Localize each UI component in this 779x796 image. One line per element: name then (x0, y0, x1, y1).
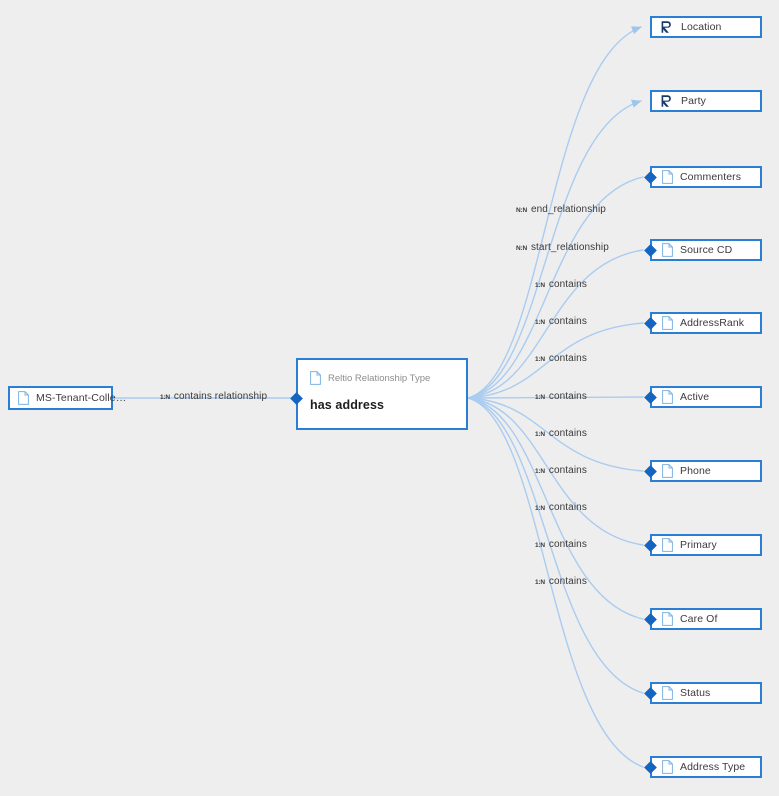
multiplicity-label: 1:N (535, 468, 545, 475)
center-node-title: has address (310, 398, 385, 412)
relationship-label: end_relationship (530, 204, 606, 215)
node-label: Phone (680, 465, 711, 477)
relationship-label: contains (548, 391, 587, 402)
relationship-label: contains (548, 465, 587, 476)
multiplicity-label: 1:N (535, 394, 545, 401)
node-phone[interactable]: Phone (650, 460, 762, 482)
node-label: Status (680, 687, 711, 699)
node-label: Location (681, 21, 722, 33)
multiplicity-label: N:N (516, 245, 527, 252)
node-label: MS-Tenant-Colle… (36, 392, 127, 404)
multiplicity-label: 1:N (535, 542, 545, 549)
node-source-cd[interactable]: Source CD (650, 239, 762, 261)
document-icon (310, 371, 321, 385)
node-has-address[interactable]: Reltio Relationship Type has address (296, 358, 468, 430)
multiplicity-label: 1:N (535, 282, 545, 289)
multiplicity-label: 1:N (160, 394, 170, 401)
multiplicity-label: 1:N (535, 579, 545, 586)
node-label: Source CD (680, 244, 733, 256)
relationship-label: contains relationship (173, 391, 268, 402)
center-node-type: Reltio Relationship Type (328, 372, 431, 384)
node-active[interactable]: Active (650, 386, 762, 408)
relationship-label: contains (548, 316, 587, 327)
document-icon (662, 612, 673, 626)
multiplicity-label: 1:N (535, 505, 545, 512)
reltio-r-icon (660, 20, 674, 34)
edge-label-contains-relationship: 1:N contains relationship (160, 391, 267, 402)
document-icon (662, 760, 673, 774)
node-addressrank[interactable]: AddressRank (650, 312, 762, 334)
node-label: Care Of (680, 613, 718, 625)
node-label: Address Type (680, 761, 746, 773)
relationship-label: start_relationship (530, 242, 609, 253)
center-node-header: Reltio Relationship Type (310, 371, 454, 385)
document-icon (18, 391, 29, 405)
node-care-of[interactable]: Care Of (650, 608, 762, 630)
node-commenters[interactable]: Commenters (650, 166, 762, 188)
multiplicity-label: 1:N (535, 319, 545, 326)
relationship-label: contains (548, 279, 587, 290)
relationship-label: contains (548, 576, 587, 587)
node-label: Primary (680, 539, 717, 551)
relationship-label: contains (548, 539, 587, 550)
relationship-label: contains (548, 428, 587, 439)
node-location[interactable]: Location (650, 16, 762, 38)
node-label: AddressRank (680, 317, 745, 329)
node-party[interactable]: Party (650, 90, 762, 112)
document-icon (662, 316, 673, 330)
multiplicity-label: 1:N (535, 431, 545, 438)
relationship-label: contains (548, 502, 587, 513)
multiplicity-label: N:N (516, 207, 527, 214)
node-primary[interactable]: Primary (650, 534, 762, 556)
document-icon (662, 686, 673, 700)
node-label: Commenters (680, 171, 742, 183)
multiplicity-label: 1:N (535, 356, 545, 363)
node-label: Active (680, 391, 710, 403)
document-icon (662, 538, 673, 552)
node-ms-tenant-collection[interactable]: MS-Tenant-Colle… (8, 386, 126, 410)
document-icon (662, 170, 673, 184)
document-icon (662, 464, 673, 478)
node-status[interactable]: Status (650, 682, 762, 704)
document-icon (662, 243, 673, 257)
relationship-label: contains (548, 353, 587, 364)
node-label: Party (681, 95, 707, 107)
reltio-r-icon (660, 94, 674, 108)
document-icon (662, 390, 673, 404)
node-address-type[interactable]: Address Type (650, 756, 762, 778)
